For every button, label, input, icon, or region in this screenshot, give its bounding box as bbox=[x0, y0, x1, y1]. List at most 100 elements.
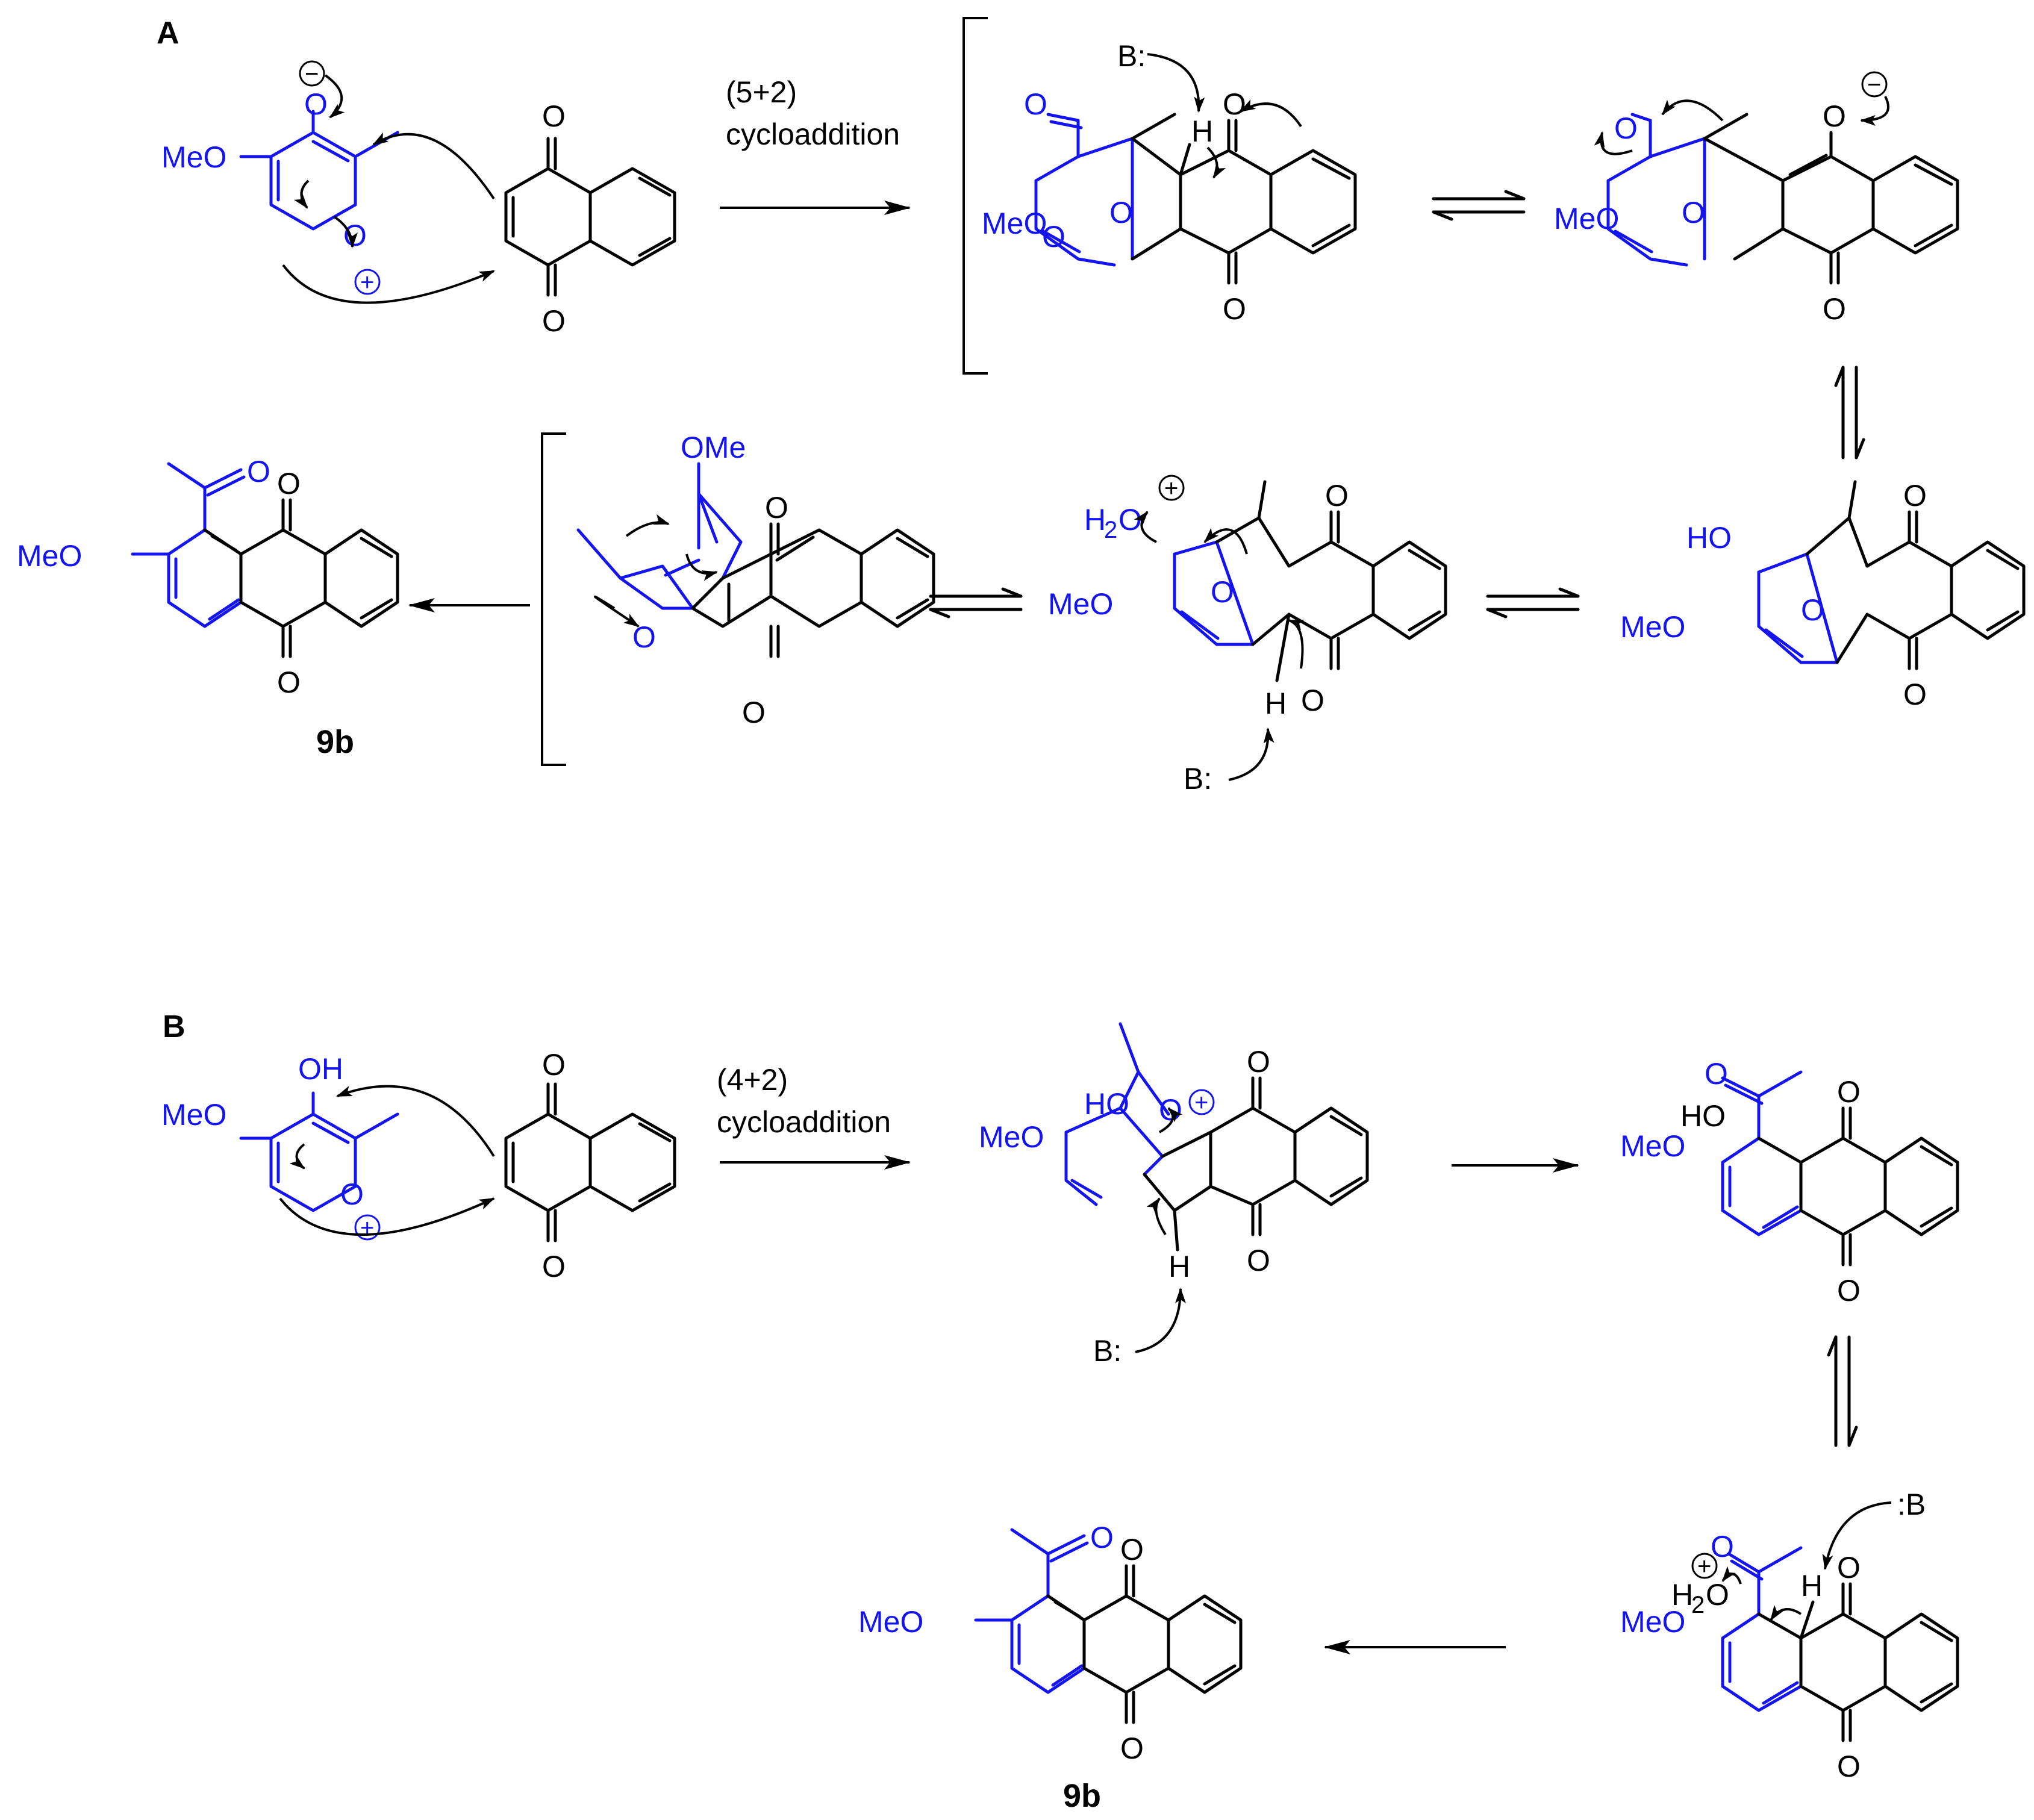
panel-b-cycloadduct: HO MeO O + H O O B: bbox=[979, 1022, 1369, 1368]
atom-o: O bbox=[1024, 87, 1047, 121]
panel-b-hydroxypyrylium: OH MeO O + bbox=[161, 1052, 495, 1241]
panel-a-label: A bbox=[157, 16, 179, 51]
panel-a-naphthoquinone: O O bbox=[504, 99, 676, 338]
atom-o-bridge: O bbox=[1109, 196, 1133, 229]
panel-b-naphthoquinone: O O bbox=[504, 1048, 676, 1283]
atom-o: O bbox=[1823, 99, 1846, 133]
atom-o: O bbox=[304, 87, 328, 121]
panel-a-oxidopyrylium: O MeO O − + bbox=[161, 60, 399, 296]
atom-o: O bbox=[1325, 479, 1349, 513]
atom-o: O bbox=[742, 696, 766, 729]
panel-b-label: B bbox=[163, 1009, 186, 1044]
atom-meo: MeO bbox=[1048, 587, 1113, 621]
panel-a-furan-adduct: OMe O O O bbox=[576, 431, 935, 729]
charge-minus: − bbox=[305, 61, 319, 87]
atom-o: O bbox=[542, 304, 566, 338]
atom-meo: MeO bbox=[1620, 1605, 1685, 1639]
atom-o: O bbox=[1120, 1533, 1144, 1566]
panel-b-product-9b: O MeO O O 9b bbox=[858, 1521, 1243, 1814]
atom-h2o-o: O bbox=[1706, 1578, 1729, 1612]
atom-h2o-sub: 2 bbox=[1691, 1592, 1705, 1618]
atom-o: O bbox=[277, 665, 301, 699]
atom-meo: MeO bbox=[1620, 610, 1685, 644]
atom-meo: MeO bbox=[161, 1098, 226, 1132]
atom-meo: MeO bbox=[1554, 202, 1619, 235]
equilibrium-arrow bbox=[1834, 366, 1865, 460]
atom-o: O bbox=[1705, 1057, 1728, 1091]
base: :B bbox=[1897, 1488, 1926, 1521]
atom-o: O bbox=[1837, 1551, 1861, 1585]
atom-oh: OH bbox=[298, 1052, 343, 1086]
atom-o-bridge: O bbox=[1801, 593, 1824, 627]
panel-a-oxonium: H 2 O + MeO O H O O B: bbox=[1048, 475, 1447, 796]
charge-plus: + bbox=[1194, 1089, 1208, 1116]
panel-a-product-9b: O MeO O O 9b bbox=[17, 455, 399, 760]
equilibrium-arrow bbox=[1486, 587, 1580, 619]
charge-plus: + bbox=[360, 1215, 374, 1241]
equilibrium-arrow bbox=[929, 587, 1023, 619]
panel-a-enolate: O O MeO O O − bbox=[1554, 71, 1959, 326]
charge-plus: + bbox=[1164, 475, 1178, 502]
panel-a-hemiketal: HO MeO O O O bbox=[1620, 479, 2026, 711]
atom-h: H bbox=[1265, 687, 1287, 720]
panel-a-cycloadduct: O O MeO O H O O B: bbox=[982, 39, 1357, 326]
bracket bbox=[541, 432, 566, 766]
atom-o: O bbox=[765, 491, 788, 525]
equilibrium-arrow bbox=[1827, 1335, 1858, 1447]
atom-ome: OMe bbox=[681, 431, 746, 464]
compound-label-9b: 9b bbox=[316, 724, 354, 760]
compound-label-9b: 9b bbox=[1063, 1778, 1101, 1814]
base: B: bbox=[1184, 762, 1212, 796]
atom-h2o-o: O bbox=[1118, 503, 1142, 537]
panel-b-arrow-label-2: cycloaddition bbox=[717, 1105, 891, 1139]
base: B: bbox=[1117, 39, 1146, 73]
atom-ho: HO bbox=[1680, 1099, 1726, 1133]
atom-o-ring: O bbox=[343, 219, 367, 252]
atom-h2o-h: H bbox=[1671, 1578, 1693, 1612]
atom-meo: MeO bbox=[858, 1605, 923, 1639]
atom-o: O bbox=[1247, 1244, 1270, 1277]
charge-minus: − bbox=[1867, 72, 1881, 98]
atom-o: O bbox=[247, 455, 270, 488]
atom-h2o-h: H bbox=[1084, 503, 1106, 537]
atom-o-bridge: O bbox=[1211, 575, 1234, 609]
atom-meo: MeO bbox=[979, 1120, 1044, 1154]
atom-meo: MeO bbox=[161, 140, 226, 174]
atom-o-bridge: O bbox=[1682, 196, 1705, 229]
atom-o: O bbox=[1823, 292, 1846, 326]
atom-o: O bbox=[1837, 1075, 1861, 1109]
atom-meo: MeO bbox=[17, 539, 82, 573]
atom-o: O bbox=[1301, 684, 1324, 717]
atom-o: O bbox=[1090, 1521, 1114, 1554]
atom-o: O bbox=[1903, 479, 1927, 513]
atom-o: O bbox=[542, 1048, 566, 1082]
panel-b-oxonium-intermediate: O H 2 O + MeO H O O :B bbox=[1620, 1488, 1959, 1783]
atom-h2o-sub: 2 bbox=[1104, 517, 1117, 543]
panel-a-arrows-1 bbox=[282, 74, 495, 304]
atom-o: O bbox=[542, 99, 566, 133]
atom-o: O bbox=[277, 467, 301, 500]
atom-o: O bbox=[1614, 111, 1638, 145]
atom-o: O bbox=[1903, 678, 1927, 711]
panel-b-arrow-label-1: (4+2) bbox=[717, 1063, 788, 1097]
panel-a-arrow-label-2: cycloaddition bbox=[726, 117, 900, 151]
atom-o: O bbox=[1042, 220, 1065, 254]
atom-o: O bbox=[1223, 87, 1246, 121]
charge-plus: + bbox=[1697, 1553, 1711, 1580]
equilibrium-arrow bbox=[1432, 190, 1526, 221]
atom-h: H bbox=[1191, 114, 1213, 148]
panel-a-arrow-label-1: (5+2) bbox=[726, 75, 797, 109]
atom-meo: MeO bbox=[1620, 1129, 1685, 1163]
bracket bbox=[962, 17, 988, 375]
atom-ho: HO bbox=[1686, 521, 1732, 555]
atom-o-ring: O bbox=[340, 1177, 364, 1211]
base: B: bbox=[1093, 1334, 1122, 1368]
atom-o: O bbox=[542, 1250, 566, 1283]
atom-o: O bbox=[1837, 1274, 1861, 1307]
atom-h: H bbox=[1801, 1569, 1823, 1603]
atom-o: O bbox=[1247, 1045, 1270, 1079]
atom-ho: HO bbox=[1084, 1087, 1129, 1121]
atom-meo: MeO bbox=[982, 207, 1047, 240]
atom-o: O bbox=[1837, 1750, 1861, 1783]
